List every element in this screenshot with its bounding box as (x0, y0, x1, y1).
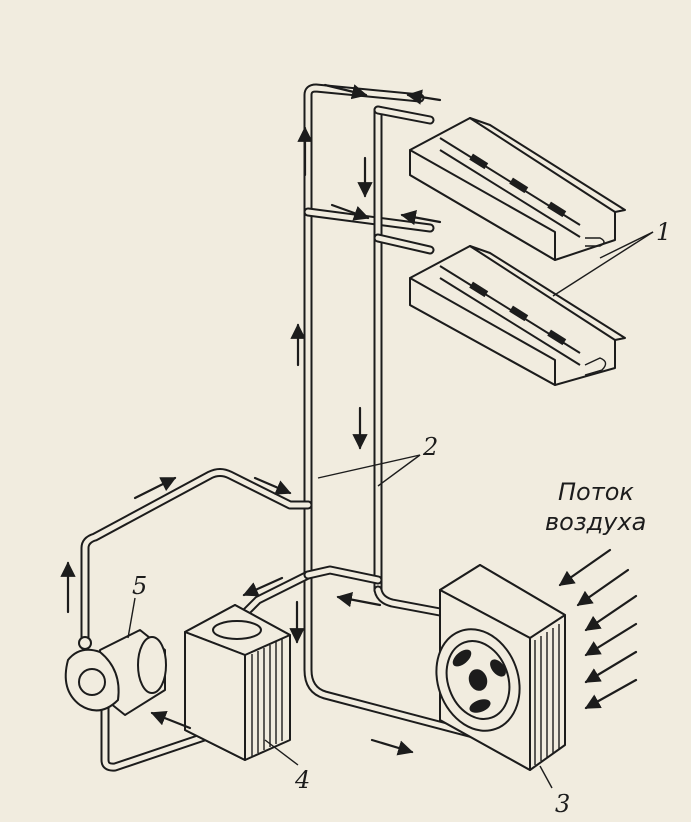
compressor-unit (64, 629, 167, 716)
evaporator-upper (409, 117, 626, 261)
pipe-network (80, 83, 520, 772)
label-heat-exchanger: 1 (656, 218, 671, 246)
evaporator-lower (409, 245, 626, 386)
label-condenser: 3 (555, 790, 570, 818)
leader-lines (127, 231, 654, 789)
caption-line-2: воздуха (545, 508, 646, 536)
condenser-unit (435, 564, 566, 771)
air-flow-arrows (558, 548, 638, 710)
caption-line-1: Поток (558, 478, 634, 506)
flow-arrows (60, 83, 442, 756)
fan-icon (435, 628, 521, 732)
label-receiver: 4 (294, 766, 310, 794)
label-pipes: 2 (422, 433, 438, 461)
receiver-unit (184, 604, 291, 761)
label-compressor: 5 (132, 572, 147, 600)
